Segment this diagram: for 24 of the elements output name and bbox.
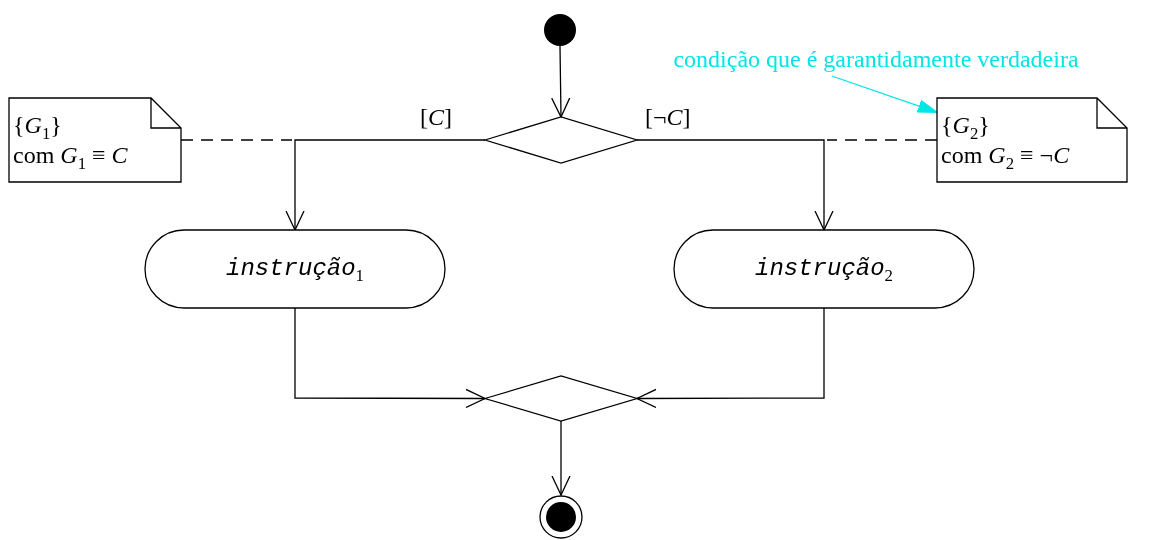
edge-label: [¬C] bbox=[645, 103, 691, 131]
note-text: {G$_{1}$} bbox=[13, 111, 62, 140]
action-label: instrução$_{1}$ bbox=[226, 254, 364, 284]
arrow bbox=[551, 420, 571, 496]
end-node bbox=[539, 495, 583, 539]
note-text: com G$_{2}$ ≡ ¬C bbox=[941, 141, 1070, 170]
leader-line bbox=[180, 139, 293, 141]
decision-diamond bbox=[485, 117, 637, 163]
note-shape bbox=[937, 98, 1127, 182]
start-node bbox=[544, 14, 576, 46]
arrow bbox=[285, 139, 486, 231]
action-label: instrução$_{2}$ bbox=[755, 254, 893, 284]
arrow bbox=[294, 307, 486, 409]
arrow bbox=[831, 75, 938, 113]
arrow bbox=[551, 45, 571, 118]
note-text: com G$_{1}$ ≡ C bbox=[13, 141, 128, 170]
edge-label: [C] bbox=[420, 103, 452, 131]
arrow bbox=[636, 307, 825, 409]
merge-diamond bbox=[485, 376, 637, 421]
leader-line bbox=[826, 139, 938, 141]
annotation-text: condição que é garantidamente verdadeira bbox=[673, 45, 1079, 74]
arrow bbox=[636, 139, 834, 231]
note-text: {G$_{2}$} bbox=[941, 111, 990, 140]
note-shape bbox=[9, 98, 181, 182]
